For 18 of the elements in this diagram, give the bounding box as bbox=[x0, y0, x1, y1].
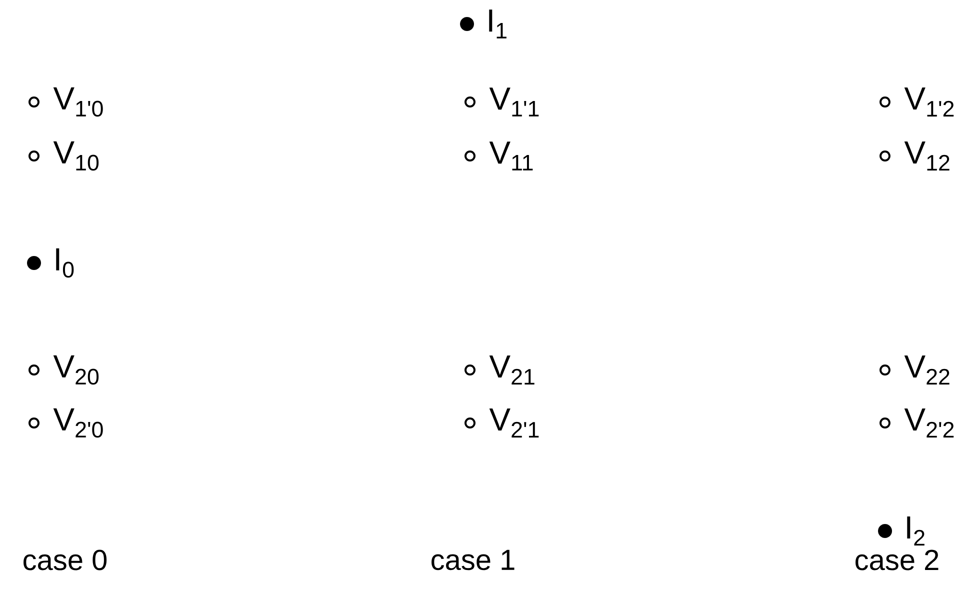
point-label: V$_{1'2}$ bbox=[904, 87, 954, 117]
point-label: V$_{2'0}$ bbox=[53, 408, 103, 438]
point-label: V$_{10}$ bbox=[53, 141, 99, 171]
point-label: V$_{1'1}$ bbox=[489, 88, 539, 116]
point-label: I$_{1}$ bbox=[489, 10, 506, 38]
point-label: I$_{0}$ bbox=[56, 248, 74, 278]
point-label: V$_{12}$ bbox=[904, 141, 950, 171]
point-label: V$_{22}$ bbox=[904, 355, 950, 385]
point-label: V$_{2'1}$ bbox=[489, 408, 539, 438]
point-label: V$_{2'2}$ bbox=[904, 408, 954, 438]
point-label: V$_{11}$ bbox=[489, 142, 533, 170]
case-label: case 1 bbox=[432, 550, 514, 570]
point-label: V$_{1'0}$ bbox=[53, 87, 103, 117]
point-label: V$_{20}$ bbox=[53, 355, 99, 385]
case-label: case 0 bbox=[24, 550, 107, 570]
case-label: case 2 bbox=[856, 550, 938, 570]
point-label: V$_{21}$ bbox=[489, 355, 534, 385]
point-label: I$_{2}$ bbox=[907, 516, 924, 546]
